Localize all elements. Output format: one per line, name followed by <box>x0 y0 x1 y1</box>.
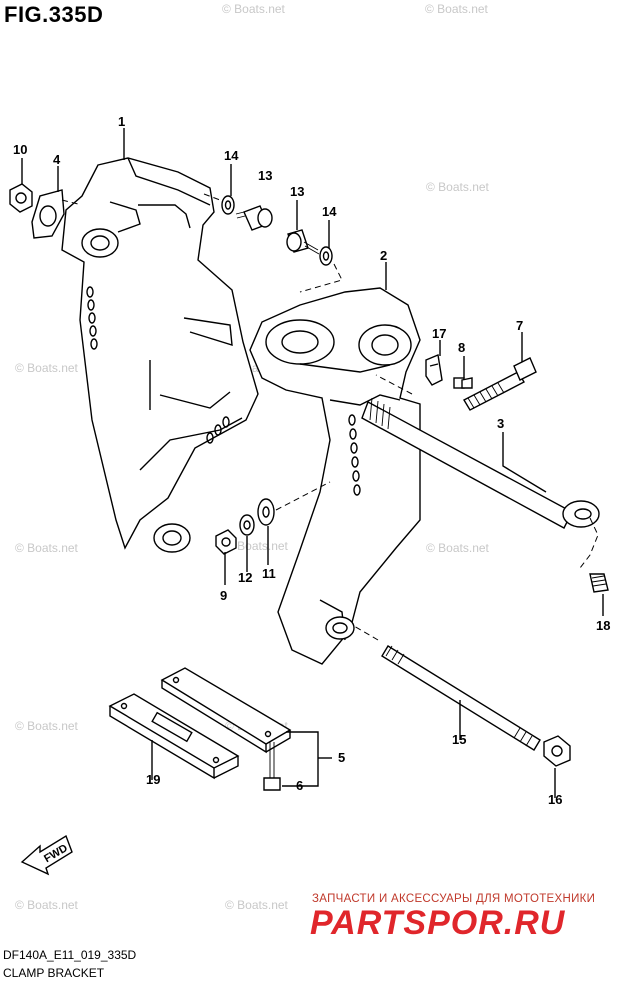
bolt-15 <box>353 625 541 751</box>
watermark: © Boats.net <box>15 361 79 375</box>
bolt-7 <box>463 357 537 411</box>
callout-16: 16 <box>548 792 562 807</box>
nut-10 <box>9 183 33 213</box>
washer-11 <box>257 498 275 526</box>
leader-lines <box>21 128 604 798</box>
nut-16 <box>543 735 571 767</box>
fwd-arrow-icon: FWD <box>20 834 73 876</box>
callout-17: 17 <box>432 326 446 341</box>
callout-4: 4 <box>53 152 61 167</box>
figure-caption: CLAMP BRACKET <box>3 966 105 980</box>
watermark: © Boats.net <box>15 898 79 912</box>
figure-title: FIG.335D <box>4 2 104 27</box>
callout-14-b: 14 <box>322 204 337 219</box>
callout-2: 2 <box>380 248 387 263</box>
callout-3: 3 <box>497 416 504 431</box>
watermark: © Boats.net <box>225 539 289 553</box>
watermark: © Boats.net <box>426 180 490 194</box>
callout-18: 18 <box>596 618 610 633</box>
callout-8: 8 <box>458 340 465 355</box>
partspor-logo: PARTSPOR.RU <box>310 904 566 942</box>
figure-code: DF140A_E11_019_335D <box>3 948 137 962</box>
clip-17 <box>425 354 443 386</box>
watermark: © Boats.net <box>225 898 289 912</box>
callout-13-b: 13 <box>290 184 304 199</box>
plate-4 <box>31 189 79 239</box>
callout-9: 9 <box>220 588 227 603</box>
callout-19: 19 <box>146 772 160 787</box>
callout-15: 15 <box>452 732 466 747</box>
callout-13-a: 13 <box>258 168 272 183</box>
bolt-18 <box>579 517 609 593</box>
branding-tagline: ЗАПЧАСТИ И АКСЕССУАРЫ ДЛЯ МОТОТЕХНИКИ <box>312 893 596 905</box>
bolt-6 <box>263 742 281 791</box>
tilt-tube <box>361 374 600 529</box>
watermark: © Boats.net <box>15 719 79 733</box>
callout-10: 10 <box>13 142 27 157</box>
watermark: © Boats.net <box>222 2 286 16</box>
callout-6: 6 <box>296 778 303 793</box>
callout-layer: 1 2 3 4 5 6 7 8 9 10 11 12 13 13 14 14 1… <box>13 114 610 807</box>
callout-14-a: 14 <box>224 148 239 163</box>
watermark: © Boats.net <box>426 541 490 555</box>
washer-14-a <box>221 195 235 215</box>
callout-11: 11 <box>262 566 276 581</box>
washer-14-b <box>319 246 333 266</box>
watermark: © Boats.net <box>425 2 489 16</box>
bolt-8 <box>453 377 473 389</box>
callout-5: 5 <box>338 750 345 765</box>
callout-1: 1 <box>118 114 125 129</box>
clamp-bracket-right <box>249 287 421 665</box>
washer-12 <box>239 514 255 536</box>
bolt-13-a <box>235 205 273 231</box>
watermark: © Boats.net <box>15 541 79 555</box>
callout-12: 12 <box>238 570 252 585</box>
bolt-13-b <box>286 229 320 255</box>
nut-9 <box>215 529 237 555</box>
plate-19 <box>108 693 240 780</box>
clamp-bracket-left <box>61 157 259 553</box>
callout-7: 7 <box>516 318 523 333</box>
